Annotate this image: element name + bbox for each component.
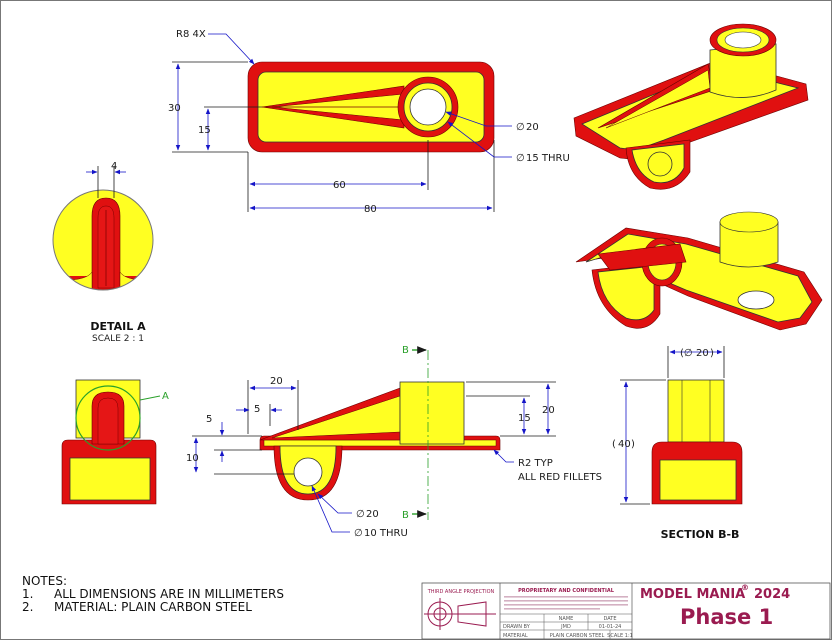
drawn-by-value: JMD <box>560 624 571 630</box>
hole-thru: 15 THRU <box>526 153 570 164</box>
fillet-note-2: ALL RED FILLETS <box>518 472 602 483</box>
top-boss-hole <box>409 88 447 126</box>
section-title: SECTION B-B <box>661 528 740 541</box>
section-marker-bottom: B <box>402 510 409 521</box>
note-2-number: 2. <box>22 600 33 614</box>
hole-thru-diameter-symbol: ∅ <box>516 153 525 164</box>
material-label: MATERIAL <box>503 633 528 639</box>
detail-scale: SCALE 2 : 1 <box>92 334 144 344</box>
detail-a: 4 DETAIL A SCALE 2 : 1 <box>52 161 154 344</box>
isometric-view-lower <box>575 211 823 331</box>
detail-dim-4: 4 <box>111 161 117 172</box>
fillet-note-1: R2 TYP <box>518 458 553 469</box>
fillet-radius-callout: R8 4X <box>176 29 206 40</box>
section-dim-od: 20 <box>696 348 709 359</box>
registered-mark: ® <box>741 583 749 592</box>
note-2-text: MATERIAL: PLAIN CARBON STEEL <box>54 600 252 614</box>
front-dim-20-top: 20 <box>270 376 283 387</box>
note-1-number: 1. <box>22 587 33 601</box>
front-dim-20-right: 20 <box>542 405 555 416</box>
name-header: NAME <box>559 616 574 622</box>
section-diameter-suffix: ) <box>710 348 714 359</box>
projection-symbol <box>424 598 496 630</box>
section-dim-height: 40 <box>618 439 631 450</box>
dim-30: 30 <box>168 103 181 114</box>
isometric-view-upper <box>573 23 809 190</box>
proprietary-fine-print <box>504 596 628 610</box>
front-view: B B 20 5 5 10 20 15 R2 TYP ALL RED FILLE… <box>186 345 602 539</box>
boss-diameter-symbol: ∅ <box>356 509 365 520</box>
boss-thru: 10 THRU <box>364 528 408 539</box>
section-b-b: (∅ 20 ) ( 40 ) SECTION B-B <box>612 346 743 541</box>
title-year: 2024 <box>754 587 790 602</box>
front-dim-5-horiz: 5 <box>254 404 260 415</box>
section-height-prefix: ( <box>612 439 616 450</box>
section-marker-top: B <box>402 345 409 356</box>
scale-value: SCALE 1:1 <box>607 633 633 639</box>
title-block: THIRD ANGLE PROJECTION PROPRIETARY AND C… <box>421 582 831 640</box>
boss-thru-diameter-symbol: ∅ <box>354 528 363 539</box>
note-1-text: ALL DIMENSIONS ARE IN MILLIMETERS <box>54 587 284 601</box>
notes-heading: NOTES: <box>22 574 67 588</box>
front-dim-15-right: 15 <box>518 413 531 424</box>
section-diameter-prefix: (∅ <box>680 348 693 359</box>
dim-15: 15 <box>198 125 211 136</box>
date-header: DATE <box>603 616 616 622</box>
dim-60: 60 <box>333 180 346 191</box>
notes: NOTES: 1. ALL DIMENSIONS ARE IN MILLIMET… <box>22 574 284 614</box>
dim-80: 80 <box>364 204 377 215</box>
detail-ref-label: A <box>162 391 169 402</box>
hole-diameter-symbol: ∅ <box>516 122 525 133</box>
hole-od: 20 <box>526 122 539 133</box>
boss-od: 20 <box>366 509 379 520</box>
drawn-by-label: DRAWN BY <box>503 624 531 630</box>
top-view: 30 15 60 80 R8 4X ∅ 20 ∅ 15 THRU <box>168 29 570 215</box>
proprietary-label: PROPRIETARY AND CONFIDENTIAL <box>518 588 615 594</box>
front-dim-10: 10 <box>186 453 199 464</box>
material-value: PLAIN CARBON STEEL <box>550 633 605 639</box>
detail-title: DETAIL A <box>90 320 146 333</box>
projection-label: THIRD ANGLE PROJECTION <box>427 589 495 595</box>
front-dim-5-vert: 5 <box>206 414 212 425</box>
title-model-mania: MODEL MANIA <box>640 587 745 602</box>
section-height-suffix: ) <box>631 439 635 450</box>
title-phase: Phase 1 <box>680 605 773 629</box>
side-view: A <box>61 379 169 505</box>
drawn-date-value: 01-01-24 <box>599 624 622 630</box>
